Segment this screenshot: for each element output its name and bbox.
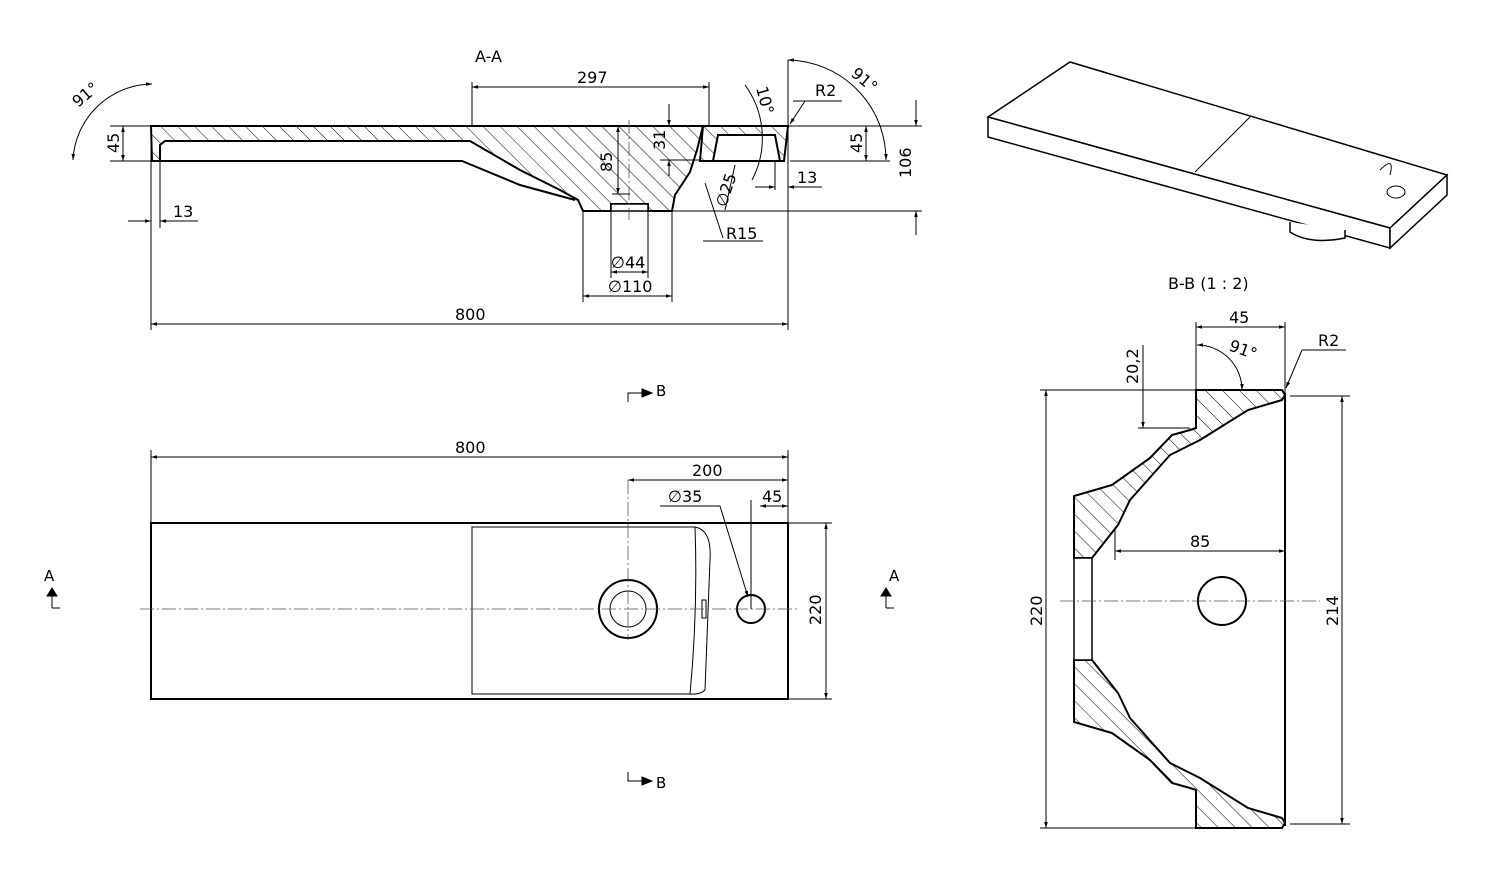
bb-dim-20-2: 20,2 xyxy=(1123,348,1142,384)
section-b-b-dimension-lines xyxy=(1040,322,1350,829)
dim-r15: R15 xyxy=(726,224,757,243)
dim-r2: R2 xyxy=(815,81,836,100)
dim-13-left: 13 xyxy=(173,202,193,221)
plan-dim-220: 220 xyxy=(806,594,825,625)
section-a-a: A-A xyxy=(68,47,922,330)
plan-dim-800: 800 xyxy=(455,438,486,457)
section-a-a-title: A-A xyxy=(475,47,502,66)
plan-dim-dia-35: ∅35 xyxy=(668,487,702,506)
drain-opening xyxy=(610,203,649,212)
isometric-view xyxy=(986,61,1449,250)
dim-85: 85 xyxy=(597,152,616,172)
dim-45-right: 45 xyxy=(847,133,866,153)
plan-dim-200: 200 xyxy=(692,461,723,480)
bb-dim-214: 214 xyxy=(1323,595,1342,626)
section-b-b: B-B (1 : 2) 45 91° R2 20,2 85 220 214 xyxy=(1027,274,1350,829)
section-mark-a-right: A xyxy=(889,567,900,585)
iso-side-face xyxy=(1389,173,1448,250)
dim-45-left: 45 xyxy=(104,133,123,153)
dim-13-right: 13 xyxy=(797,168,817,187)
basin-outline xyxy=(150,522,789,700)
bb-dim-45: 45 xyxy=(1229,308,1249,327)
section-a-a-inner-edge xyxy=(160,160,576,201)
bb-dim-r2: R2 xyxy=(1318,331,1339,350)
section-b-b-drain xyxy=(1073,557,1093,661)
dim-dia-44: ∅44 xyxy=(611,253,645,272)
dim-dia-110: ∅110 xyxy=(608,277,652,296)
angle-10: 10° xyxy=(752,84,778,116)
dim-31: 31 xyxy=(650,130,669,150)
section-a-a-tap-recess xyxy=(711,134,782,162)
dimension-lines xyxy=(71,58,918,326)
bb-dim-85: 85 xyxy=(1190,532,1210,551)
iso-drain xyxy=(1289,222,1346,242)
section-b-b-upper-hatch xyxy=(1073,389,1287,559)
bb-dim-220: 220 xyxy=(1027,595,1046,626)
plan-dimension-lines xyxy=(46,388,894,786)
plan-dim-45: 45 xyxy=(762,487,782,506)
bb-angle-91: 91° xyxy=(1227,336,1260,364)
dim-106: 106 xyxy=(896,147,915,178)
section-mark-a-left: A xyxy=(44,567,55,585)
plan-view: 800 200 ∅35 45 220 A A B B xyxy=(44,382,900,792)
bowl-edge xyxy=(689,526,697,695)
section-b-b-lower-hatch xyxy=(1073,659,1287,829)
angle-91-right: 91° xyxy=(847,64,881,97)
iso-tap-hole xyxy=(1386,185,1406,199)
section-mark-b-top: B xyxy=(656,382,666,400)
dim-800: 800 xyxy=(455,305,486,324)
iso-overflow xyxy=(1379,163,1392,176)
dim-dia-25: ∅25 xyxy=(712,171,741,209)
iso-bowl-edge xyxy=(1194,116,1251,173)
section-a-a-hatched-body xyxy=(149,125,705,212)
dim-297: 297 xyxy=(577,68,608,87)
section-b-b-title: B-B (1 : 2) xyxy=(1168,274,1249,293)
section-mark-b-bottom: B xyxy=(656,774,666,792)
bowl-outline xyxy=(471,526,711,695)
